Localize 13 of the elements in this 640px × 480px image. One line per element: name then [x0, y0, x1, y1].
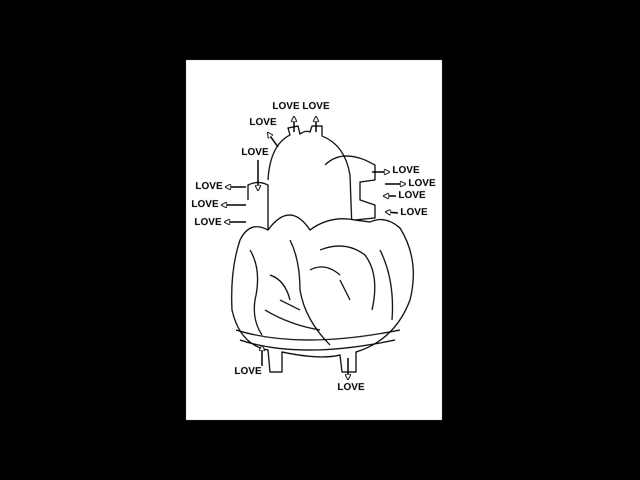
- arrow-label: LOVE: [191, 200, 219, 210]
- arrow-label: LOVE: [241, 148, 269, 158]
- arrow-label: LOVE: [392, 166, 420, 176]
- arrow-label: LOVE: [408, 179, 436, 189]
- arrow-label: LOVE: [302, 102, 330, 112]
- arrow-label: LOVE: [249, 118, 277, 128]
- arrow-label: LOVE: [337, 383, 365, 393]
- arrow-label: LOVE: [195, 182, 223, 192]
- arrow-label: LOVE: [194, 218, 222, 228]
- arrow-label: LOVE: [398, 191, 426, 201]
- arrow-label: LOVE: [272, 102, 300, 112]
- arrow-label: LOVE: [234, 367, 262, 377]
- arrow-label: LOVE: [400, 208, 428, 218]
